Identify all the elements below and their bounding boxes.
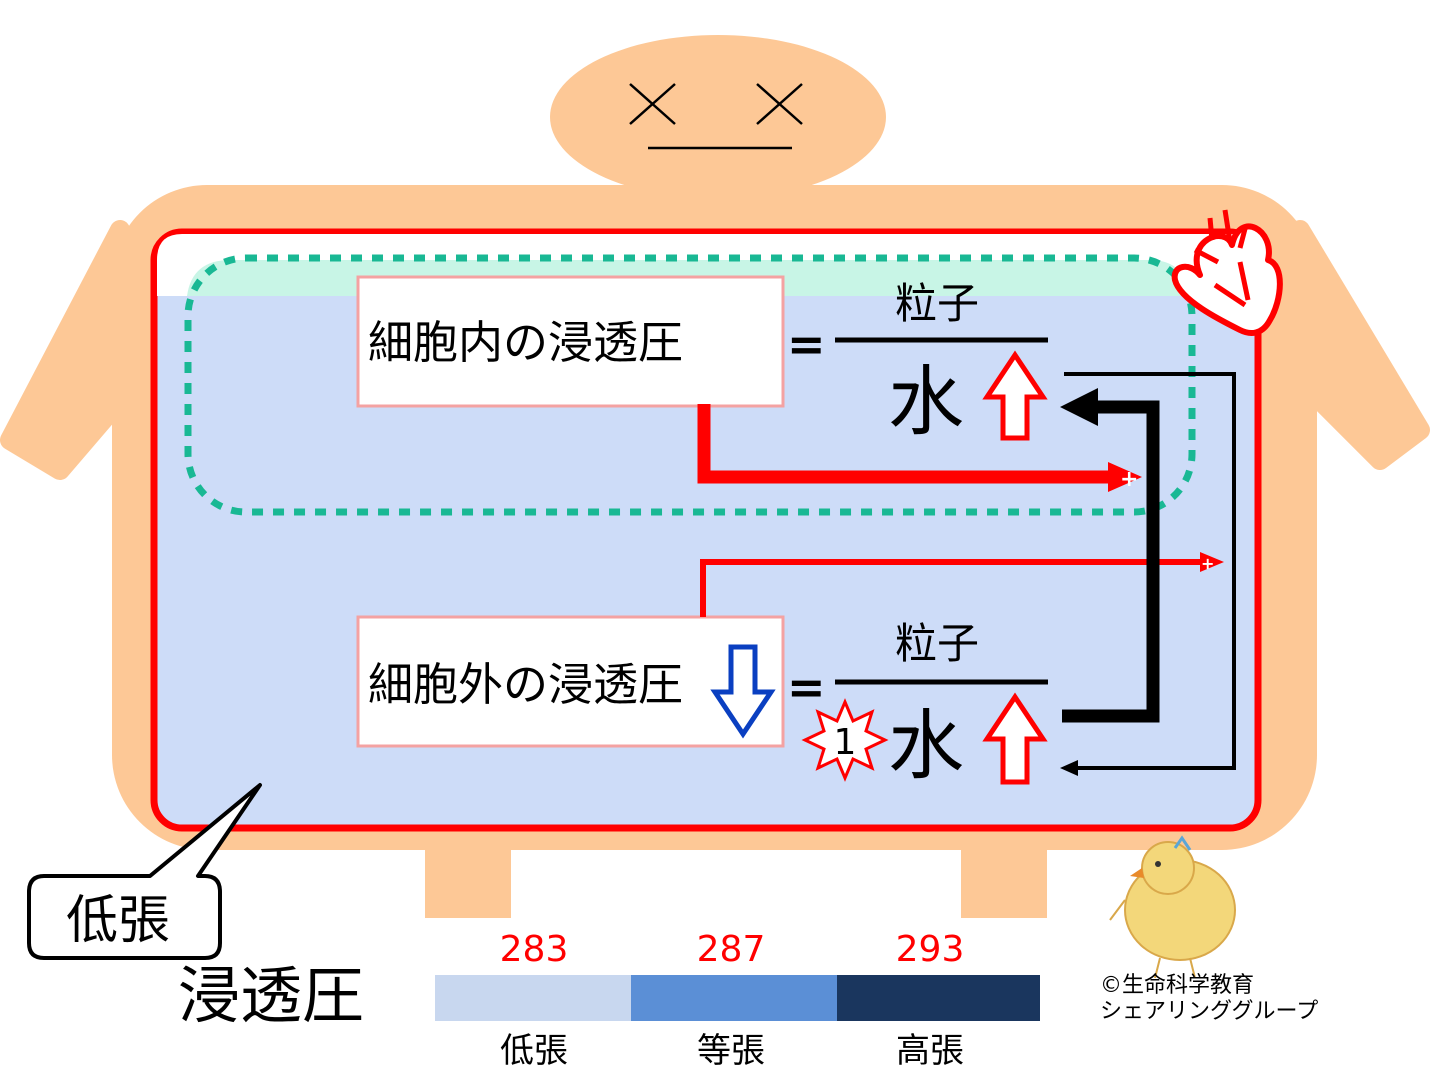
- water-into-cell-arrow: [1062, 400, 1160, 723]
- extracellular-numerator: 粒子: [895, 619, 979, 668]
- intracellular-red-line: [697, 404, 1118, 484]
- head: [550, 35, 886, 199]
- callout-label: 低張: [66, 891, 170, 951]
- x-eyes-icon: [629, 83, 803, 150]
- water-out-of-cell-arrow: [1064, 372, 1236, 770]
- intracellular-label: 細胞内の浸透圧: [368, 316, 683, 369]
- down-arrow-icon: [710, 644, 776, 739]
- water-out-of-cell-arrowhead: [1060, 760, 1078, 776]
- credit-line-1: ©生命科学教育: [1100, 973, 1254, 998]
- extracellular-plus-arrow: [1200, 552, 1224, 572]
- extracellular-label: 細胞外の浸透圧: [368, 658, 683, 711]
- scale-label-3: 高張: [896, 1031, 964, 1071]
- credit-line-2: シェアリンググループ: [1100, 999, 1318, 1024]
- osmolality-scale: 283 287 293 低張 等張 高張: [435, 929, 1040, 1071]
- heart-icon: [1171, 209, 1283, 336]
- scale-segment-hypotonic: [435, 975, 631, 1021]
- water-into-cell-arrowhead: [1060, 388, 1098, 426]
- intracellular-numerator: 粒子: [895, 279, 979, 328]
- intracellular-equals: =: [787, 317, 826, 371]
- starburst-icon: 1: [801, 698, 889, 782]
- scale-segment-isotonic: [631, 975, 837, 1021]
- hypotonic-callout: 低張: [27, 783, 262, 960]
- scale-value-1: 283: [500, 929, 569, 970]
- extracellular-up-arrow-icon: [982, 692, 1048, 785]
- extracellular-equals: =: [787, 660, 826, 714]
- extracellular-red-line: [700, 559, 1205, 617]
- intracellular-plus-arrow: [1108, 462, 1142, 492]
- intracellular-denominator: 水: [888, 357, 964, 446]
- water-flow-arrows: [1060, 372, 1236, 776]
- intracellular-plus-sign: +: [1120, 467, 1138, 492]
- intracellular-up-arrow-icon: [982, 350, 1048, 441]
- scale-value-3: 293: [896, 929, 965, 970]
- scale-value-2: 287: [697, 929, 766, 970]
- scale-label-2: 等張: [697, 1031, 765, 1071]
- starburst-number: 1: [834, 722, 857, 763]
- intracellular-label-box: [356, 275, 785, 408]
- extracellular-label-box: [356, 615, 785, 748]
- scale-label-1: 低張: [500, 1031, 568, 1071]
- scale-segment-hypertonic: [837, 975, 1040, 1021]
- extracellular-plus-sign: +: [1201, 554, 1214, 573]
- chick-icon: [1109, 835, 1236, 979]
- extracellular-denominator: 水: [888, 701, 964, 790]
- scale-title: 浸透圧: [178, 959, 364, 1032]
- cell-boundary: [184, 254, 1196, 516]
